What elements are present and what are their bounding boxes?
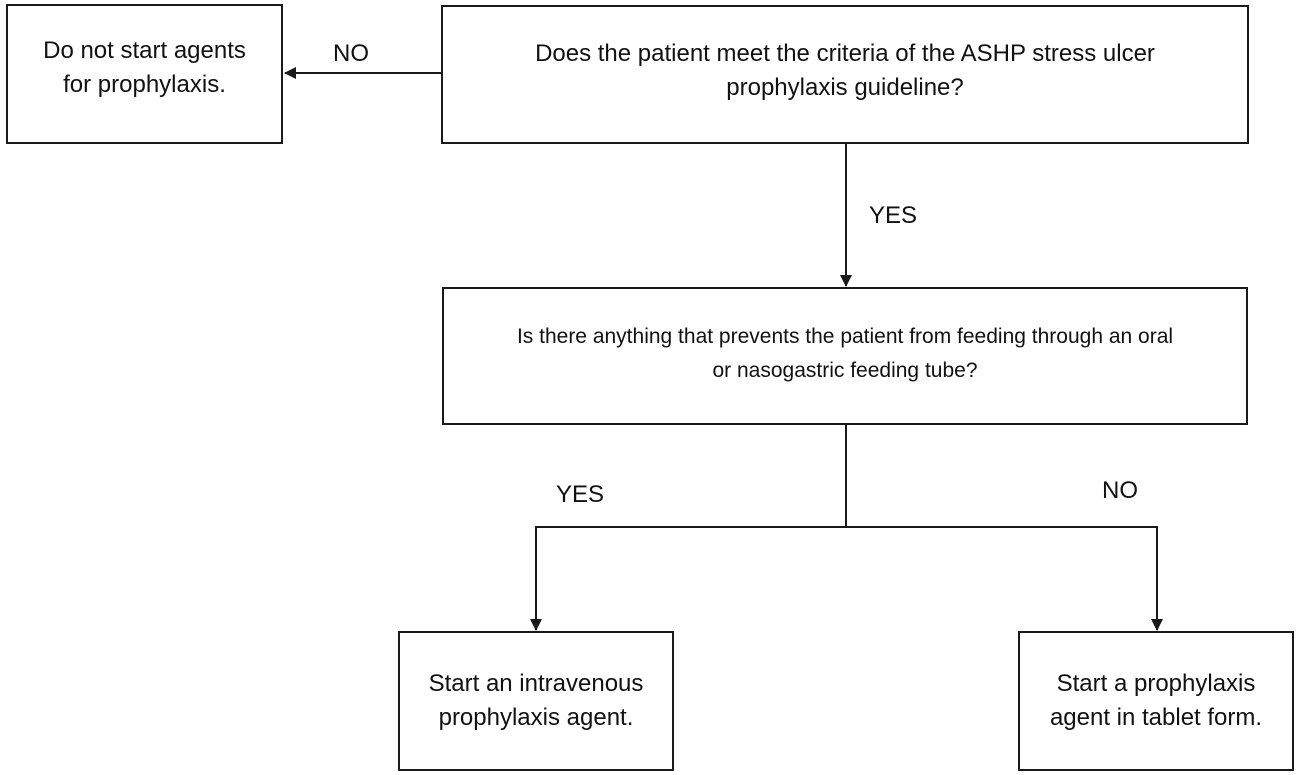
node-question-feeding-tube-text: Is there anything that prevents the pati… [516, 325, 1174, 382]
edge-label-q1-yes: YES [869, 202, 918, 229]
node-question-feeding-tube: Is there anything that prevents the pati… [442, 287, 1248, 425]
node-no-start: Do not start agents for prophylaxis. [6, 4, 283, 144]
edge-label-q1-no: NO [333, 40, 369, 67]
node-question-ashp-criteria-text: Does the patient meet the criteria of th… [535, 39, 1155, 101]
node-start-tablet-agent: Start a prophylaxis agent in tablet form… [1018, 631, 1294, 771]
node-start-iv-agent-text: Start an intravenous prophylaxis agent. [428, 670, 644, 731]
node-start-tablet-agent-text: Start a prophylaxis agent in tablet form… [1049, 670, 1263, 731]
node-no-start-text: Do not start agents for prophylaxis. [43, 37, 246, 98]
node-start-iv-agent: Start an intravenous prophylaxis agent. [398, 631, 674, 771]
edge-label-q2-no: NO [1102, 477, 1138, 504]
node-question-ashp-criteria: Does the patient meet the criteria of th… [441, 5, 1249, 144]
edge-label-q2-yes: YES [556, 481, 605, 508]
